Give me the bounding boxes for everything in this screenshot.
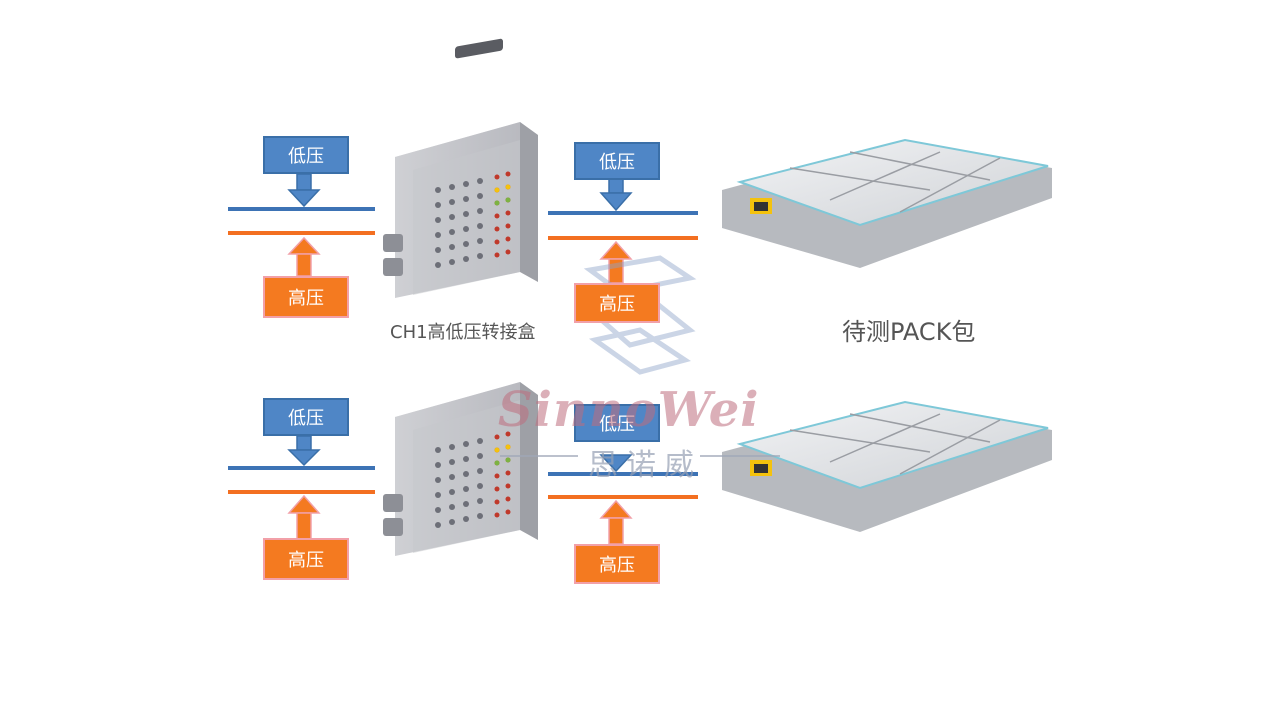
low-arrow-head (287, 189, 321, 208)
watermark-latin: SinnoWei (498, 382, 760, 438)
pack-image (722, 138, 1052, 268)
junction-box-image (383, 382, 538, 556)
low-arrow-stem (296, 435, 312, 451)
top-row (228, 38, 1052, 298)
low-arrow-head (599, 192, 633, 212)
high-arrow-head (287, 236, 321, 255)
high-voltage-label: 高压 (263, 276, 349, 318)
junction-box-image (383, 38, 538, 298)
low-voltage-label: 低压 (263, 136, 349, 174)
high-arrow-stem (296, 512, 312, 540)
high-arrow-head (287, 494, 321, 514)
low-arrow-stem (608, 178, 624, 194)
junction-box-caption: CH1高低压转接盒 (390, 322, 536, 343)
low-arrow-head (599, 454, 633, 473)
low-arrow-stem (296, 173, 312, 191)
pack-image (722, 400, 1052, 532)
high-arrow-stem (296, 253, 312, 277)
high-arrow-head (599, 240, 633, 260)
high-voltage-label: 高压 (263, 538, 349, 580)
watermark-cjk: 思诺威 (588, 448, 702, 483)
low-voltage-label: 低压 (574, 404, 660, 442)
low-voltage-label: 低压 (574, 142, 660, 180)
low-arrow-head (287, 449, 321, 467)
high-voltage-label: 高压 (574, 283, 660, 323)
pack-caption: 待测PACK包 (842, 318, 976, 346)
high-arrow-stem (608, 517, 624, 545)
bottom-row (228, 382, 1052, 556)
low-voltage-label: 低压 (263, 398, 349, 436)
high-voltage-label: 高压 (574, 544, 660, 584)
high-arrow-head (599, 499, 633, 519)
